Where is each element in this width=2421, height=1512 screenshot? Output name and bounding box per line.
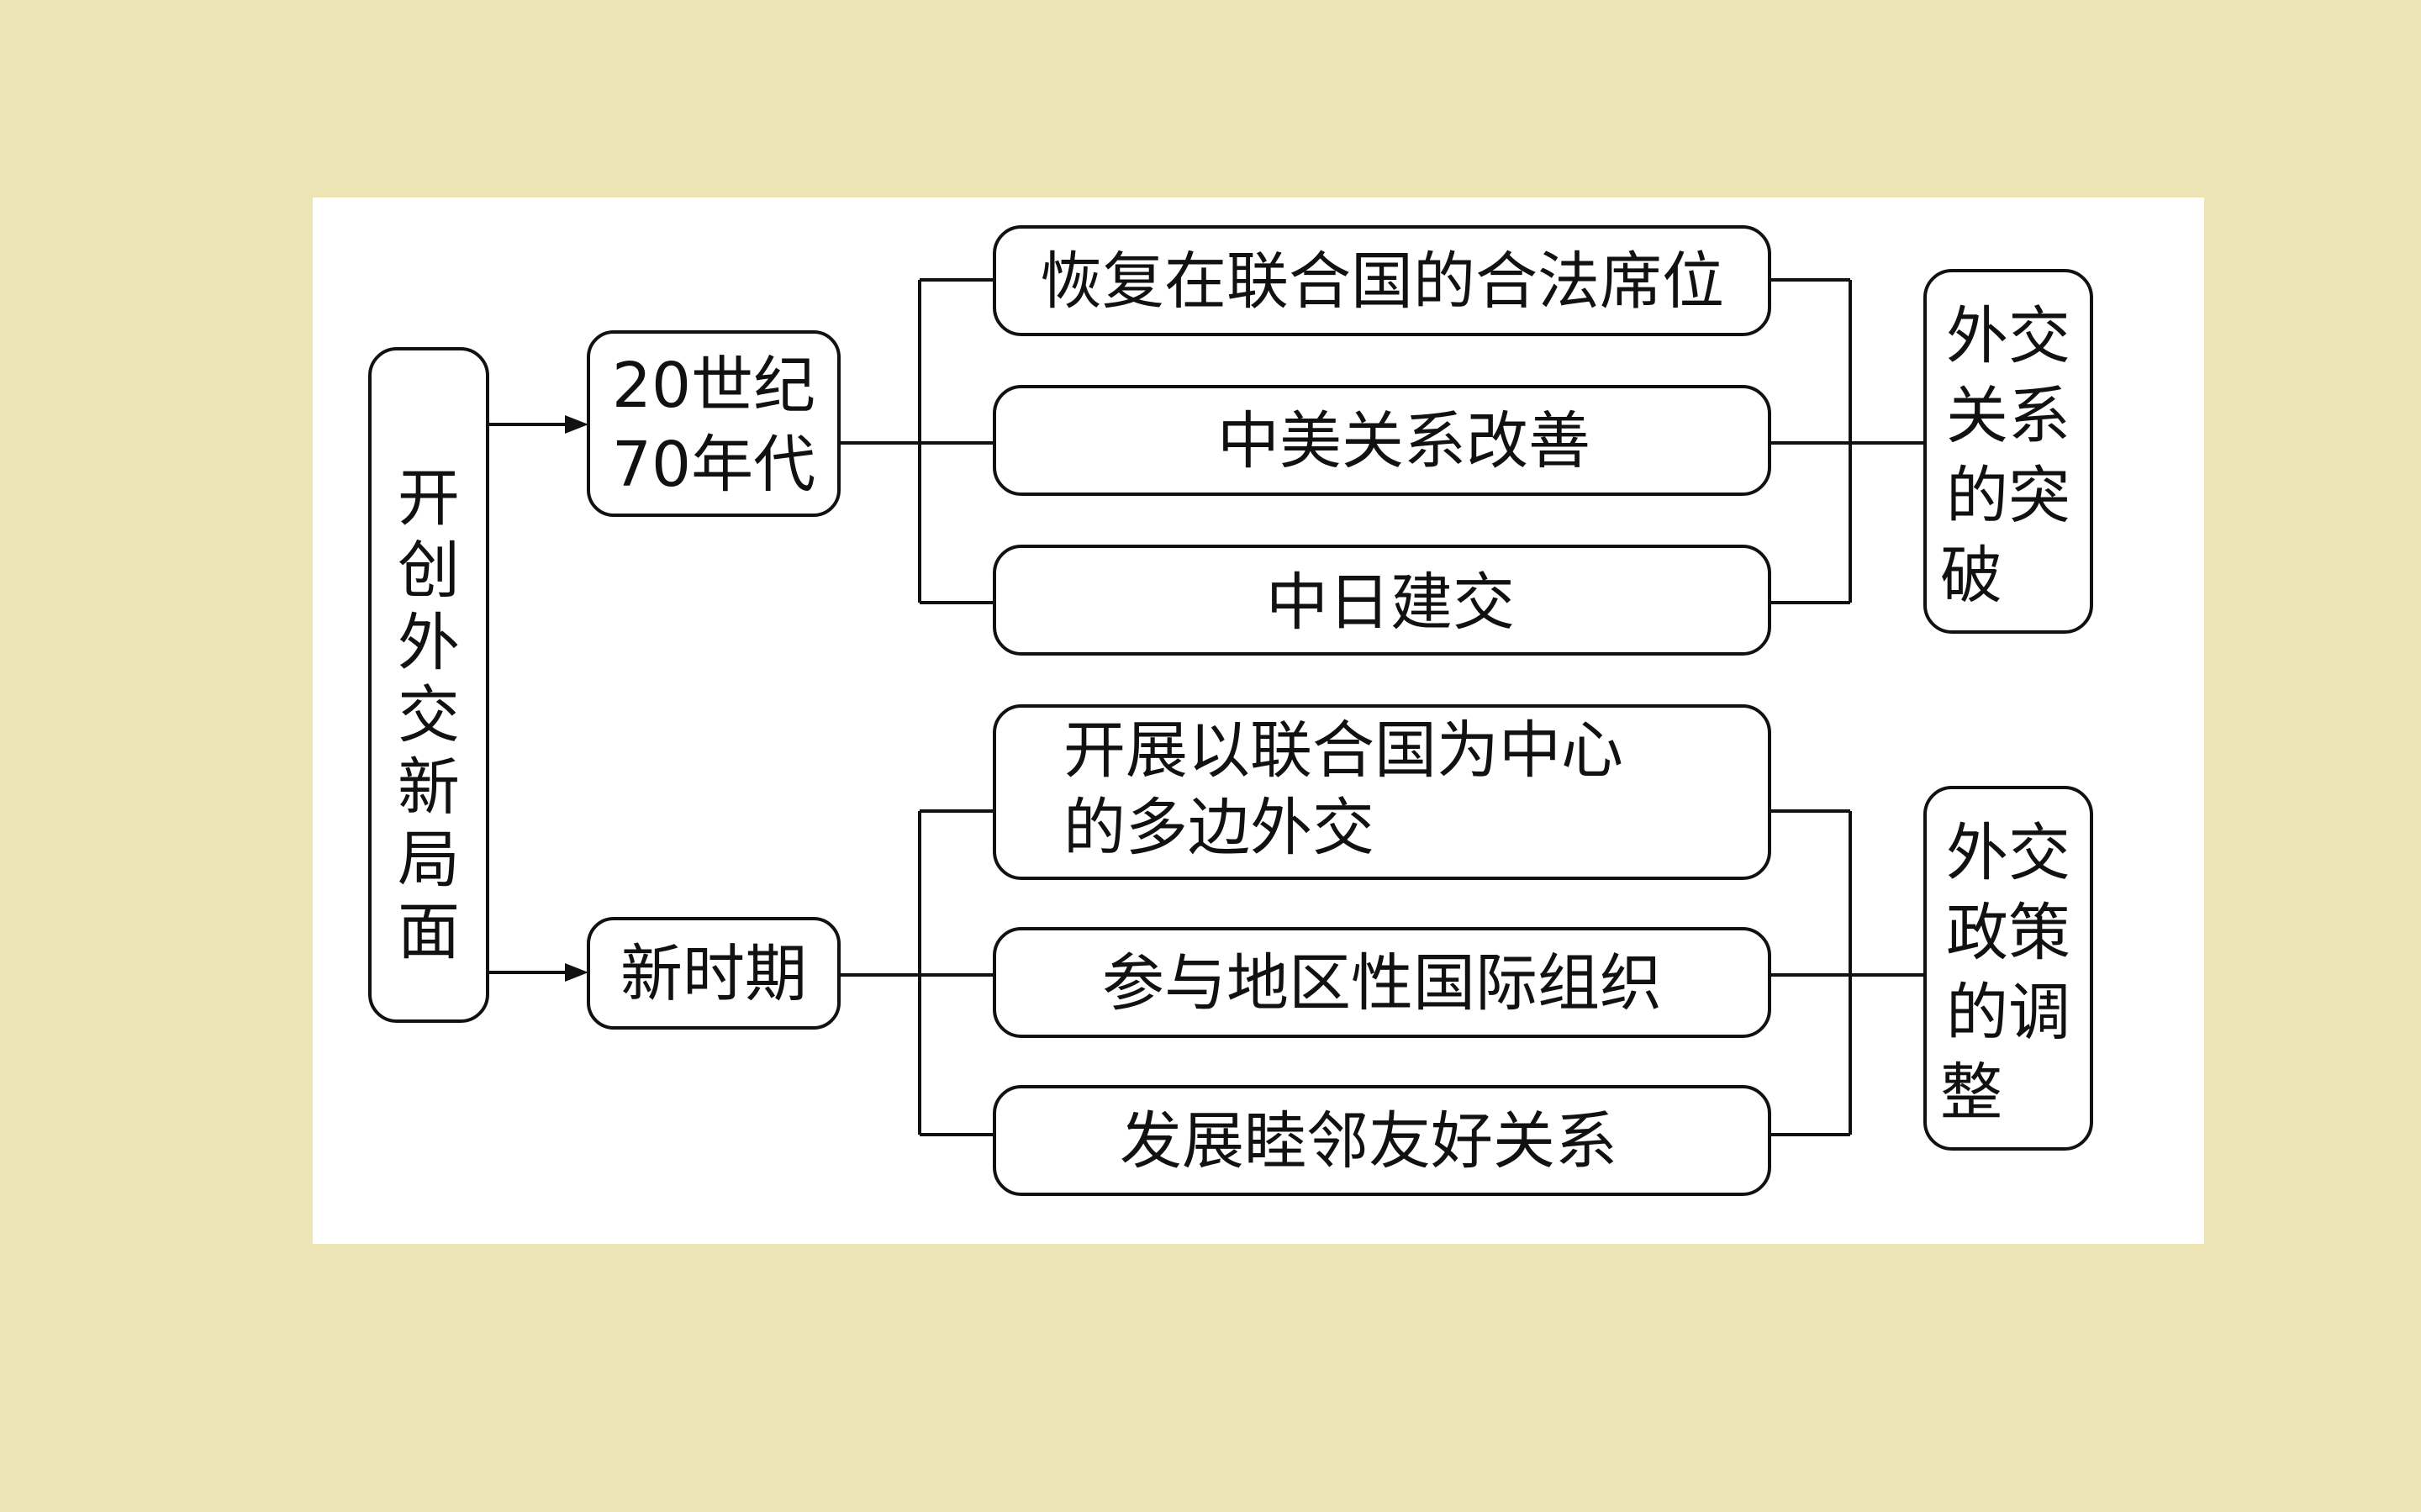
root-char: 局	[398, 824, 460, 896]
period2-event: 开展以联合国为中心 的多边外交	[993, 704, 1771, 880]
root-char: 交	[398, 679, 460, 751]
event-text: 中日建交	[1266, 566, 1515, 639]
result1-line: 关系	[1946, 380, 2070, 452]
period2-event: 参与地区性国际组织	[993, 927, 1771, 1038]
result2-line: 外交	[1946, 817, 2070, 889]
root-char: 面	[398, 896, 460, 968]
period2-label: 新时期	[620, 938, 807, 1010]
period2-event: 发展睦邻友好关系	[993, 1085, 1771, 1196]
root-char: 开	[398, 462, 460, 535]
period1-event: 中日建交	[993, 545, 1771, 656]
result2-node: 外交 政策 的调 整	[1923, 786, 2093, 1151]
event-text: 发展睦邻友好关系	[1120, 1105, 1617, 1177]
period2-node: 新时期	[587, 917, 841, 1030]
root-char: 创	[398, 535, 460, 607]
period1-label-line2: 70年代	[612, 429, 815, 501]
connectors	[489, 278, 1925, 1136]
event-text-line2: 的多边外交	[1063, 792, 1374, 864]
arrowhead-period1	[565, 415, 588, 434]
root-char: 新	[398, 751, 460, 824]
event-text: 参与地区性国际组织	[1102, 947, 1662, 1019]
result1-line: 的突	[1946, 460, 2070, 532]
event-text: 恢复在联合国的合法席位	[1040, 245, 1724, 318]
result1-line: 外交	[1946, 300, 2070, 372]
period1-event: 中美关系改善	[993, 385, 1771, 496]
period1-event: 恢复在联合国的合法席位	[993, 225, 1771, 336]
result1-node: 外交 关系 的突 破	[1923, 269, 2093, 634]
arrowhead-period2	[565, 963, 588, 982]
period1-node: 20世纪 70年代	[587, 330, 841, 517]
event-text-line1: 开展以联合国为中心	[1063, 714, 1623, 787]
result2-line: 整	[1940, 1056, 2002, 1129]
result2-line: 政策	[1946, 897, 2070, 969]
root-node: 开 创 外 交 新 局 面	[368, 347, 489, 1023]
event-text: 中美关系改善	[1217, 405, 1590, 477]
result2-line: 的调	[1946, 977, 2070, 1049]
result1-line: 破	[1940, 540, 2002, 612]
root-char: 外	[398, 607, 460, 679]
period1-label-line1: 20世纪	[612, 350, 815, 422]
